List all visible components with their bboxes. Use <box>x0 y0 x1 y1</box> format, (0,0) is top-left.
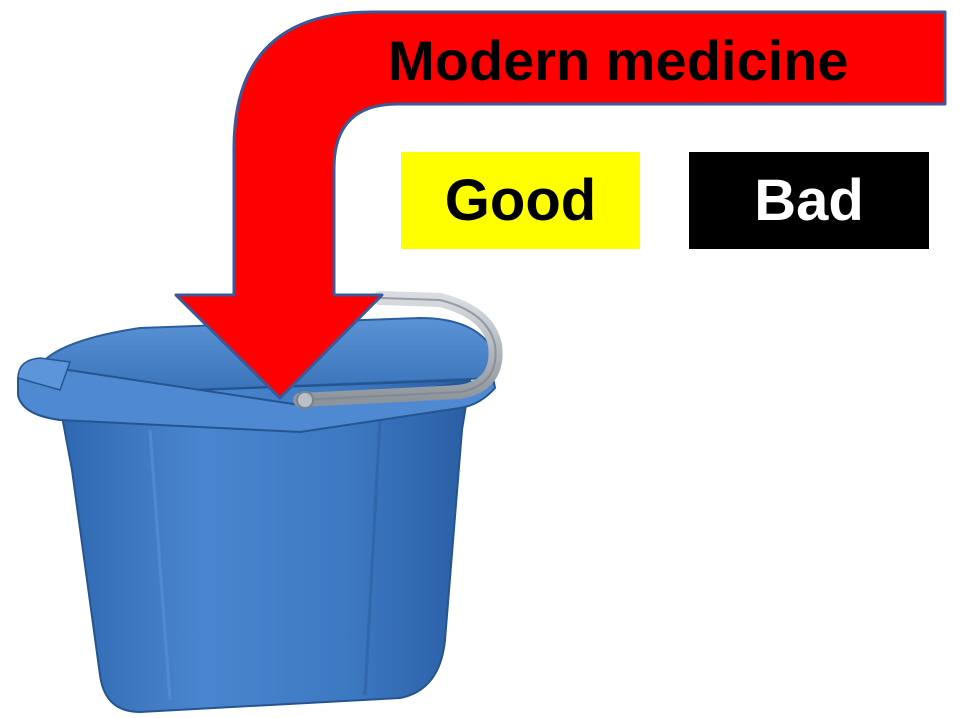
good-label: Good <box>445 167 596 234</box>
good-box: Good <box>401 152 640 249</box>
bad-box: Bad <box>689 152 929 249</box>
arrow-label: Modern medicine <box>388 28 948 94</box>
bad-label: Bad <box>754 167 864 234</box>
